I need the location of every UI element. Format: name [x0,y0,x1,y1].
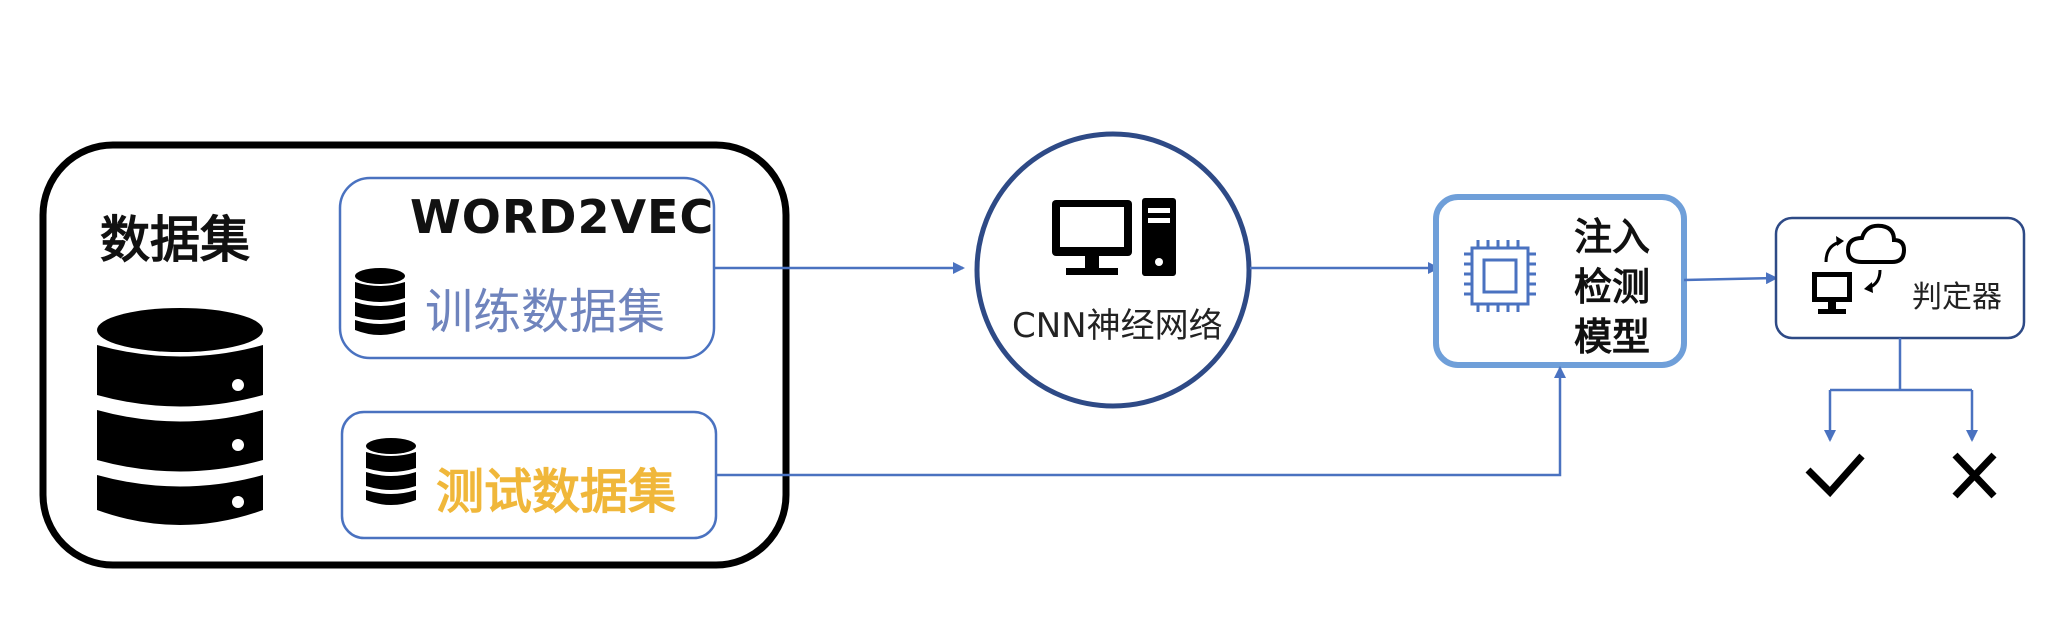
judge-label: 判定器 [1912,280,2002,315]
check-icon [1805,453,1865,498]
model-label-line1: 注入 [1574,215,1651,259]
model-label-line2: 检测 [1574,265,1651,309]
detection-model-box [1433,194,1687,368]
detection-model-label: 注入 检测 模型 [1574,212,1650,362]
dataset-title: 数据集 [100,211,250,269]
model-label-line3: 模型 [1574,315,1651,359]
judge-output-branches [1824,338,1978,442]
computer-icon [1052,198,1176,276]
database-small-icon [355,268,405,335]
arrow-model-to-judge [1683,272,1778,285]
database-small-icon [366,438,416,505]
arrow-test-to-model [716,366,1566,477]
test-set-label: 测试数据集 [436,464,677,520]
word2vec-label: WORD2VEC [410,190,715,244]
database-large-icon [97,308,263,525]
cloud-sync-icon [1812,223,1907,314]
dataset-container [39,141,790,569]
chip-icon [1464,240,1536,312]
training-set-label: 训练数据集 [425,284,666,340]
cnn-label: CNN神经网络 [1012,306,1223,346]
cross-icon [1952,452,1997,499]
